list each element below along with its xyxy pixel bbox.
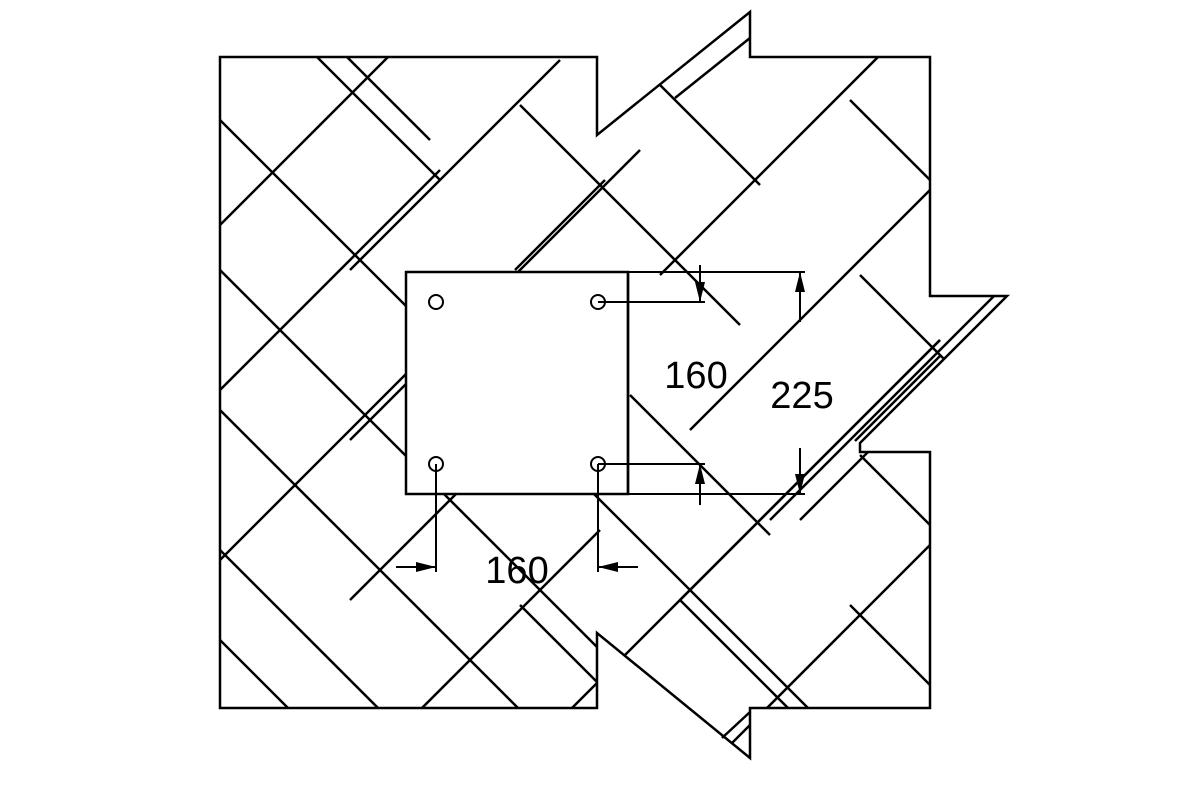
plank-edge xyxy=(409,529,601,721)
notch-edge-top xyxy=(674,37,751,99)
plank-edge xyxy=(514,179,606,271)
plank-edge xyxy=(299,39,441,181)
plank-edge xyxy=(349,59,561,271)
plank-edge xyxy=(859,454,946,541)
vertical-hole-spacing-label: 160 xyxy=(664,355,727,397)
dimension-plate-height: 225 xyxy=(628,271,834,495)
floor-outline xyxy=(218,9,1011,761)
plank-edge xyxy=(689,179,941,431)
plank-edge xyxy=(659,12,941,276)
arrowhead-up xyxy=(695,464,705,484)
arrowhead-left xyxy=(598,562,618,572)
plate-outline xyxy=(404,270,630,496)
plank-edge xyxy=(769,279,1007,521)
plank-edge xyxy=(220,54,391,226)
notch-edge-bottom xyxy=(721,711,751,739)
plank-edge xyxy=(220,469,461,758)
dimension-vertical-hole-spacing: 160 xyxy=(598,265,728,505)
mounting-plate xyxy=(404,270,630,496)
plank-edge xyxy=(679,599,791,711)
dimension-horizontal-hole-spacing: 160 xyxy=(396,464,638,592)
plate-height-label: 225 xyxy=(770,375,833,417)
arrowhead-down xyxy=(695,282,705,302)
arrowhead-right xyxy=(416,562,436,572)
plank-edge xyxy=(220,639,291,711)
arrowhead-up xyxy=(795,272,805,292)
notch-edge-right xyxy=(854,355,941,442)
arrowhead-down xyxy=(795,474,805,494)
plank-edge xyxy=(220,169,441,391)
horizontal-hole-spacing-label: 160 xyxy=(485,550,548,592)
plank-edge xyxy=(329,39,431,141)
plank-edge xyxy=(519,339,941,758)
plank-edge xyxy=(659,84,761,186)
plank-edge xyxy=(859,274,946,361)
mounting-hole-top-left xyxy=(428,294,444,310)
